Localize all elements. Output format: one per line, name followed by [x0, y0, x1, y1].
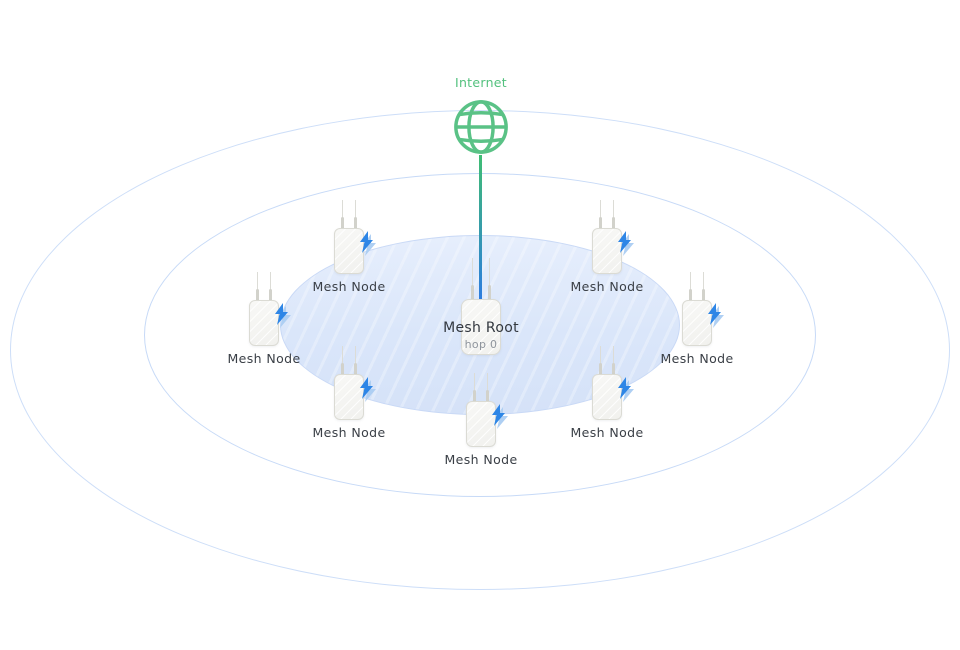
device-body — [682, 300, 712, 346]
device-body — [592, 374, 622, 420]
antenna-icon — [256, 272, 259, 302]
lightning-bolt-icon — [618, 377, 634, 402]
mesh-root-label: Mesh Root — [443, 320, 519, 336]
antenna-icon — [599, 200, 602, 230]
antenna-icon — [341, 346, 344, 376]
antenna-icon — [488, 258, 491, 301]
mesh-node-top-right[interactable]: Mesh Node — [562, 200, 652, 294]
mesh-node-label: Mesh Node — [312, 425, 386, 440]
mesh-node-bottom-right[interactable]: Mesh Node — [562, 346, 652, 440]
coverage-ring-outer — [10, 110, 950, 590]
access-point-device — [682, 272, 724, 346]
antenna-icon — [269, 272, 272, 302]
device-body — [461, 299, 501, 355]
mesh-node-label: Mesh Node — [227, 351, 301, 366]
antenna-icon — [486, 373, 489, 403]
internet-uplink-line — [479, 155, 482, 301]
mesh-node-top-left[interactable]: Mesh Node — [304, 200, 394, 294]
access-point-device — [461, 256, 501, 355]
lightning-bolt-icon — [708, 303, 724, 328]
mesh-root-node[interactable]: Mesh Root hop 0 — [436, 256, 526, 355]
lightning-bolt-icon — [360, 377, 376, 402]
mesh-node-label: Mesh Node — [570, 425, 644, 440]
internet-group: Internet — [436, 75, 526, 156]
internet-label: Internet — [454, 75, 508, 90]
lightning-bolt-icon — [618, 231, 634, 256]
mesh-node-label: Mesh Node — [570, 279, 644, 294]
mesh-node-label: Mesh Node — [444, 452, 518, 467]
access-point-device — [592, 200, 634, 274]
hop-count-label: hop 0 — [464, 338, 498, 351]
access-point-device — [466, 373, 508, 447]
antenna-icon — [702, 272, 705, 302]
antenna-icon — [612, 346, 615, 376]
access-point-device — [592, 346, 634, 420]
antenna-icon — [473, 373, 476, 403]
lightning-bolt-icon — [275, 303, 291, 328]
mesh-node-bottom-center[interactable]: Mesh Node — [436, 373, 526, 467]
antenna-icon — [471, 258, 474, 301]
lightning-bolt-icon — [492, 404, 508, 429]
mesh-node-left[interactable]: Mesh Node — [219, 272, 309, 366]
antenna-icon — [612, 200, 615, 230]
mesh-node-bottom-left[interactable]: Mesh Node — [304, 346, 394, 440]
antenna-icon — [354, 346, 357, 376]
antenna-icon — [354, 200, 357, 230]
mesh-node-label: Mesh Node — [660, 351, 734, 366]
access-point-device — [334, 200, 376, 274]
mesh-node-label: Mesh Node — [312, 279, 386, 294]
device-body — [334, 374, 364, 420]
access-point-device — [334, 346, 376, 420]
antenna-icon — [689, 272, 692, 302]
antenna-icon — [599, 346, 602, 376]
lightning-bolt-icon — [360, 231, 376, 256]
antenna-icon — [341, 200, 344, 230]
globe-icon — [454, 100, 508, 154]
mesh-node-right[interactable]: Mesh Node — [652, 272, 742, 366]
access-point-device — [249, 272, 291, 346]
device-body — [249, 300, 279, 346]
